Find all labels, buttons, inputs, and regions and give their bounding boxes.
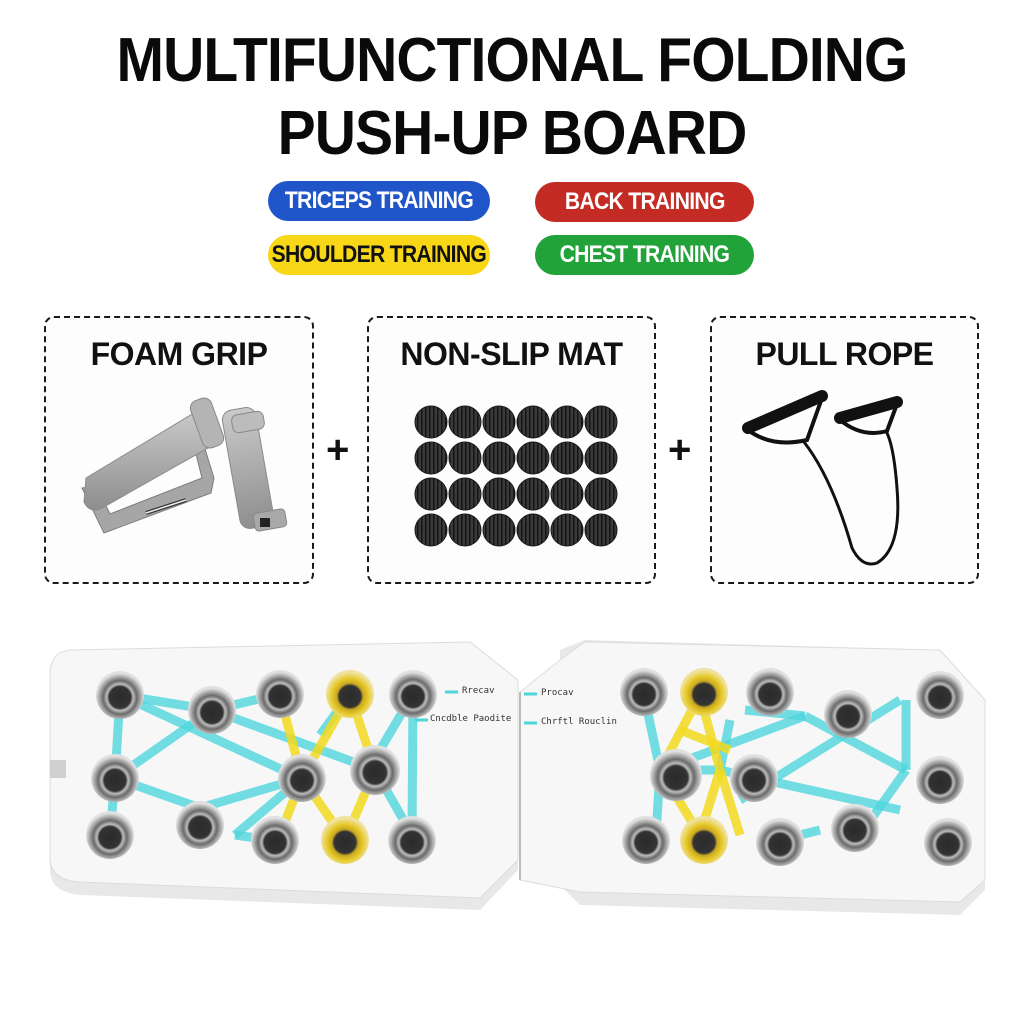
accessory-card-non-slip-mat: NON-SLIP MAT [367, 316, 656, 584]
resistance-band-icon [742, 390, 903, 566]
non-slip-pads-icon [414, 405, 618, 547]
page-title-line-1: MULTIFUNCTIONAL FOLDING [116, 26, 908, 95]
board-legend-label: Chrftl Rouclin [541, 717, 617, 727]
tag-back-training: BACK TRAINING [535, 182, 754, 222]
tag-label: CHEST TRAINING [559, 241, 730, 268]
tag-triceps-training: TRICEPS TRAINING [268, 181, 490, 221]
tag-label: TRICEPS TRAINING [284, 187, 474, 214]
foam-grip-handle-icon [81, 397, 288, 534]
accessory-label: PULL ROPE [755, 336, 934, 372]
accessory-card-pull-rope: PULL ROPE [710, 316, 979, 584]
plus-icon: + [326, 428, 350, 472]
tag-shoulder-training: SHOULDER TRAINING [268, 235, 490, 275]
board-legend-label: Procav [541, 688, 574, 698]
accessory-card-foam-grip: FOAM GRIP [44, 316, 314, 584]
push-up-board-illustration [49, 640, 986, 915]
accessory-label: FOAM GRIP [90, 336, 268, 372]
tag-label: BACK TRAINING [564, 188, 726, 215]
page-title-line-2: PUSH-UP BOARD [277, 99, 748, 168]
tag-chest-training: CHEST TRAINING [535, 235, 754, 275]
push-up-board: Rrecav Cncdble Paodite Procav Chrftl Rou… [40, 630, 1000, 920]
tag-label: SHOULDER TRAINING [271, 241, 487, 268]
accessory-label: NON-SLIP MAT [400, 336, 623, 372]
plus-icon: + [668, 428, 692, 472]
board-legend-label: Rrecav [462, 686, 495, 696]
board-legend-label: Cncdble Paodite [430, 714, 512, 724]
